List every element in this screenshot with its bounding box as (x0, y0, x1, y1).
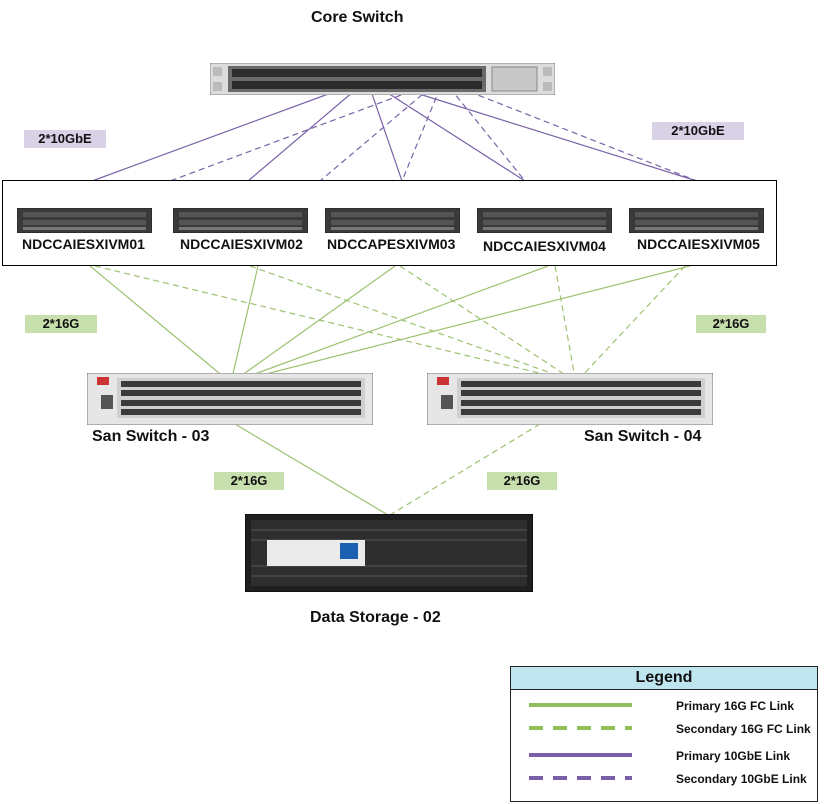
legend-item-secondary-eth: Secondary 10GbE Link (511, 770, 817, 790)
fc-secondary-link (249, 265, 566, 379)
server-label-01: NDCCAIESXIVM01 (22, 236, 145, 252)
fc-link-tag-right: 2*16G (696, 315, 766, 333)
ethernet-links (91, 85, 698, 182)
fc-primary-link (249, 265, 691, 379)
eth-secondary-link (459, 87, 698, 182)
server-label-02: NDCCAIESXIVM02 (180, 236, 303, 252)
server-device-04 (477, 208, 612, 233)
eth-secondary-link (319, 87, 431, 182)
san-switch-03-title: San Switch - 03 (92, 428, 210, 445)
core-switch-device (210, 63, 555, 95)
legend-swatch-secondary-fc (529, 726, 632, 730)
fc-secondary-link (579, 265, 686, 379)
eth-secondary-link (449, 87, 526, 182)
fc-links (89, 265, 691, 516)
eth-secondary-link (401, 87, 441, 182)
fc-primary-link (237, 265, 396, 379)
legend-item-primary-fc: Primary 16G FC Link (511, 697, 817, 717)
eth-secondary-link (169, 87, 421, 182)
legend-title: Legend (511, 667, 817, 690)
legend-item-primary-eth: Primary 10GbE Link (511, 747, 817, 767)
fc-secondary-link (399, 265, 571, 379)
fc-link-tag-left: 2*16G (25, 315, 97, 333)
server-device-03 (325, 208, 460, 233)
server-device-05 (629, 208, 764, 233)
san-switch-04-title: San Switch - 04 (584, 428, 702, 445)
eth-primary-link (91, 85, 351, 182)
eth-primary-link (247, 85, 361, 182)
server-device-02 (173, 208, 308, 233)
fc-secondary-link (94, 265, 561, 379)
data-storage-device (245, 514, 533, 592)
core-switch-title: Core Switch (311, 9, 404, 26)
fc-secondary-link (389, 423, 541, 516)
eth-primary-link (379, 87, 526, 182)
legend-item-secondary-fc: Secondary 16G FC Link (511, 720, 817, 740)
san-switch-04-device (427, 373, 713, 425)
legend-label: Secondary 16G FC Link (676, 722, 811, 736)
server-device-01 (17, 208, 152, 233)
storage-brand-label: NetApp (338, 560, 359, 566)
san-switch-03-device (87, 373, 373, 425)
eth-link-tag-left: 2*10GbE (24, 130, 106, 148)
storage-link-tag-right: 2*16G (487, 472, 557, 490)
eth-primary-link (369, 87, 403, 182)
data-storage-title: Data Storage - 02 (310, 609, 441, 626)
legend-label: Secondary 10GbE Link (676, 772, 807, 786)
server-label-04: NDCCAIESXIVM04 (483, 238, 606, 254)
fc-primary-link (234, 423, 389, 516)
fc-secondary-link (554, 265, 576, 379)
legend-panel: Legend Primary 16G FC Link Secondary 16G… (510, 666, 818, 802)
fc-primary-link (89, 265, 226, 379)
eth-link-tag-right: 2*10GbE (652, 122, 744, 140)
server-label-05: NDCCAIESXIVM05 (637, 236, 760, 252)
legend-label: Primary 10GbE Link (676, 749, 791, 763)
eth-primary-link (399, 87, 698, 182)
fc-primary-link (243, 265, 549, 379)
server-label-03: NDCCAPESXIVM03 (327, 236, 456, 252)
legend-swatch-secondary-eth (529, 776, 632, 780)
legend-label: Primary 16G FC Link (676, 699, 795, 713)
storage-link-tag-left: 2*16G (214, 472, 284, 490)
legend-swatch-primary-fc (529, 703, 632, 707)
legend-swatch-primary-eth (529, 753, 632, 757)
fc-primary-link (231, 265, 259, 379)
